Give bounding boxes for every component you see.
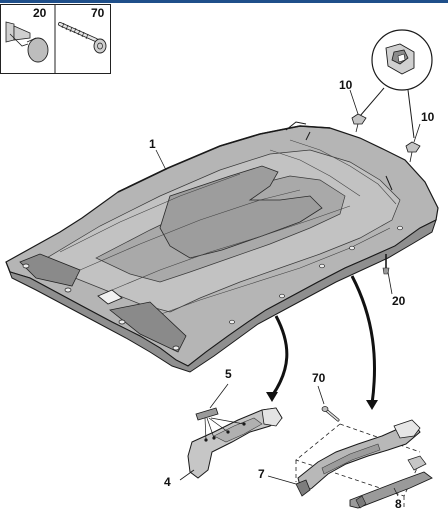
push-clip-icon — [5, 21, 49, 63]
legend-label-20: 20 — [33, 6, 47, 20]
callout-8: 8 — [395, 497, 402, 511]
callout-10-right: 10 — [421, 110, 435, 124]
sun-visor — [187, 407, 283, 479]
callout-5: 5 — [225, 367, 232, 381]
screw-icon — [58, 22, 107, 54]
arrow-visor — [270, 315, 289, 397]
callout-7: 7 — [258, 467, 265, 481]
legend-box: 20 70 — [0, 4, 111, 74]
arrow-handle — [350, 275, 376, 405]
callout-1: 1 — [149, 137, 156, 151]
clip-detail-inset — [359, 29, 433, 139]
callout-4: 4 — [164, 475, 171, 489]
clip-right-part — [405, 141, 421, 163]
legend-label-70: 70 — [91, 6, 105, 20]
grab-handle — [295, 406, 421, 510]
callout-70: 70 — [312, 371, 326, 385]
handle-bracket — [349, 455, 433, 509]
callout-10-left: 10 — [339, 78, 353, 92]
headliner — [5, 121, 439, 373]
clip-left-part — [351, 113, 367, 133]
callout-20: 20 — [392, 294, 406, 308]
